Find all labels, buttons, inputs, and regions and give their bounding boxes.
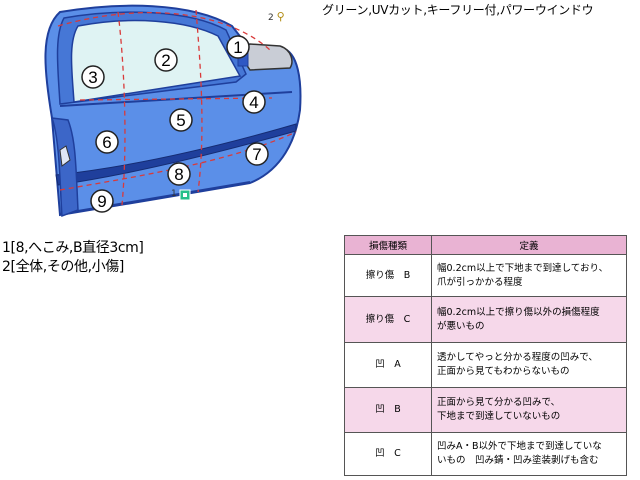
legend-header-row: 損傷種類 定義: [344, 235, 627, 255]
legend-definition: 正面から見て分かる凹みで、 下地まで到達していないもの: [431, 387, 627, 433]
damage-item-1: 1[8,へこみ,B直径3cm]: [2, 240, 144, 256]
legend-header-definition: 定義: [431, 235, 627, 255]
side-molding: [55, 123, 297, 186]
damage-list: 1[8,へこみ,B直径3cm] 2[全体,その他,小傷]: [2, 239, 144, 277]
svg-text:6: 6: [102, 133, 111, 152]
legend-definition: 幅0.2cm以上で下地まで到達しており、 爪が引っかかる程度: [431, 254, 627, 297]
svg-text:4: 4: [249, 93, 258, 112]
zone-1[interactable]: 1: [226, 35, 250, 59]
legend-row: 凹 A 透かしてやっと分かる程度の凹みで、 正面から見てもわからないもの: [344, 342, 627, 388]
svg-text:5: 5: [176, 111, 185, 130]
key-icon: ⚲: [276, 10, 285, 23]
legend-row: 凹 C 凹みA・B以外で下地まで到達していな いもの 凹み錆・凹み塗装剥げも含む: [344, 432, 627, 476]
zone-5[interactable]: 5: [169, 108, 193, 132]
zone-guide-lines: [57, 9, 297, 206]
damage-item-2: 2[全体,その他,小傷]: [2, 259, 124, 275]
options-title: グリーン,UVカット,キーフリー付,パワーウインドウ: [322, 3, 594, 17]
svg-text:3: 3: [88, 68, 97, 87]
zone-4[interactable]: 4: [242, 90, 266, 114]
legend-type: 凹 A: [344, 342, 432, 388]
legend-header-type: 損傷種類: [344, 235, 432, 255]
legend-definition: 凹みA・B以外で下地まで到達していな いもの 凹み錆・凹み塗装剥げも含む: [431, 432, 627, 476]
zone-7[interactable]: 7: [245, 142, 269, 166]
marker-2: 2 ⚲: [268, 10, 285, 23]
zone-9[interactable]: 9: [90, 189, 114, 213]
legend-type: 凹 C: [344, 432, 432, 476]
zone-6[interactable]: 6: [95, 130, 119, 154]
legend-row: 凹 B 正面から見て分かる凹みで、 下地まで到達していないもの: [344, 387, 627, 433]
zone-3[interactable]: 3: [81, 65, 105, 89]
damage-marker-label: 1: [171, 189, 177, 199]
legend-row: 擦り傷 B 幅0.2cm以上で下地まで到達しており、 爪が引っかかる程度: [344, 254, 627, 297]
legend-definition: 透かしてやっと分かる程度の凹みで、 正面から見てもわからないもの: [431, 342, 627, 388]
svg-text:1: 1: [233, 38, 242, 57]
damage-legend-table: 損傷種類 定義 擦り傷 B 幅0.2cm以上で下地まで到達しており、 爪が引っか…: [344, 235, 627, 476]
legend-row: 擦り傷 C 幅0.2cm以上で擦り傷以外の損傷程度 が悪いもの: [344, 296, 627, 343]
legend-definition: 幅0.2cm以上で擦り傷以外の損傷程度 が悪いもの: [431, 296, 627, 343]
svg-text:2: 2: [161, 51, 170, 70]
door-illustration: 1 1 2 3 4 5 6 7: [44, 4, 302, 218]
legend-type: 擦り傷 C: [344, 296, 432, 343]
legend-type: 擦り傷 B: [344, 254, 432, 297]
marker-2-label: 2: [268, 13, 274, 23]
side-mirror: [236, 43, 293, 71]
door-diagram: 1 1 2 3 4 5 6 7: [0, 0, 310, 235]
svg-text:8: 8: [174, 165, 183, 184]
hinge-edge: [50, 117, 79, 218]
svg-text:9: 9: [97, 192, 106, 211]
legend-type: 凹 B: [344, 387, 432, 433]
zone-8[interactable]: 8: [167, 162, 191, 186]
door-handle-inner: [59, 145, 71, 167]
svg-text:7: 7: [252, 145, 261, 164]
zone-2[interactable]: 2: [154, 48, 178, 72]
